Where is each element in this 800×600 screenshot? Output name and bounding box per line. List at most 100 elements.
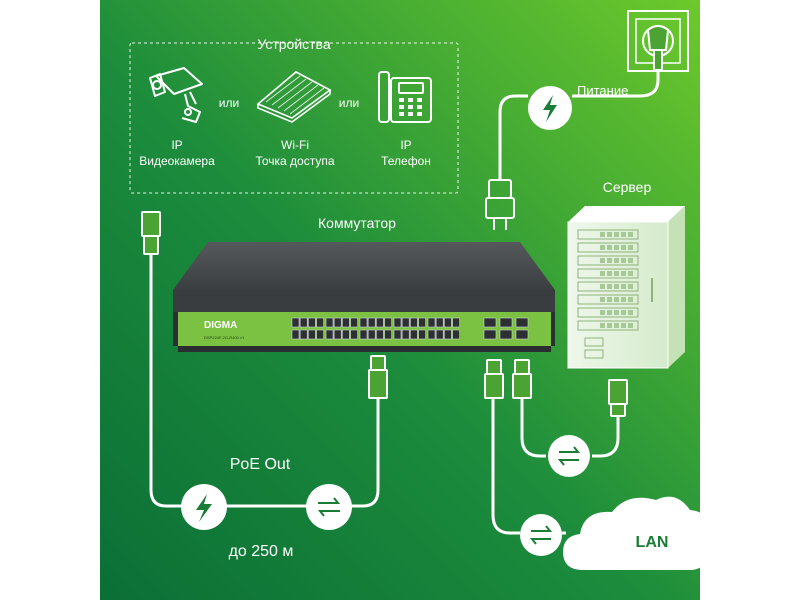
- switch-port: [291, 329, 300, 340]
- poe-distance-label: до 250 м: [229, 543, 294, 560]
- switch-port: [376, 317, 384, 328]
- switch-port: [418, 317, 426, 328]
- server-slot-light: [621, 271, 626, 276]
- server-slot-light: [600, 245, 605, 250]
- server-slot: [577, 320, 639, 331]
- server-slot-light: [628, 271, 633, 276]
- server-slot-light: [628, 258, 633, 263]
- server-slot-light: [621, 232, 626, 237]
- switch-port: [367, 317, 376, 328]
- server-slot-light: [607, 284, 612, 289]
- server-slot: [577, 307, 639, 318]
- poe-power-icon: [181, 484, 227, 530]
- ip-camera-icon: [149, 67, 203, 123]
- server-slot-light: [600, 297, 605, 302]
- server-slot-light: [621, 310, 626, 315]
- switch-title: Коммутатор: [318, 215, 396, 231]
- switch-port: [342, 329, 350, 340]
- switch-port: [350, 329, 358, 340]
- poe-exchange-icon: [306, 484, 352, 530]
- devices-title: Устройства: [257, 36, 330, 52]
- switch-port: [333, 317, 342, 328]
- switch-port: [325, 329, 334, 340]
- power-icon: [528, 86, 572, 130]
- uplink-port: [499, 317, 513, 328]
- server-slot-light: [614, 271, 619, 276]
- server-slot-light: [621, 258, 626, 263]
- switch-port: [444, 329, 452, 340]
- switch-port: [367, 329, 376, 340]
- switch-port: [444, 317, 452, 328]
- lan-cable: [491, 398, 520, 535]
- server-slot-light: [628, 232, 633, 237]
- server-slot-light: [614, 323, 619, 328]
- wifi-label-line1: Wi-Fi: [281, 138, 309, 152]
- switch-port: [401, 329, 410, 340]
- switch-port: [359, 317, 368, 328]
- server-slot-light: [614, 310, 619, 315]
- switch-port: [427, 317, 436, 328]
- switch-port: [393, 329, 402, 340]
- server-cable: [520, 398, 620, 458]
- phone-label-line1: IP: [400, 138, 411, 152]
- switch-port: [452, 329, 460, 340]
- server-slot-light: [621, 297, 626, 302]
- wifi-label-line2: Точка доступа: [255, 154, 334, 168]
- lan-exchange-icon: [520, 514, 562, 556]
- wifi-access-point-icon: [256, 71, 332, 123]
- server-slot-light: [621, 323, 626, 328]
- server-slot-light: [607, 310, 612, 315]
- switch-port: [435, 317, 444, 328]
- server-slot-light: [607, 245, 612, 250]
- camera-label-line2: Видеокамера: [139, 154, 215, 168]
- lan-label: LAN: [636, 534, 669, 551]
- server-slot-light: [600, 271, 605, 276]
- switch-port: [299, 317, 308, 328]
- or-label-left: или: [219, 96, 239, 110]
- rj45-connector-lan: [484, 359, 504, 399]
- server-slot: [577, 255, 639, 266]
- switch-port: [435, 329, 444, 340]
- switch-port: [376, 329, 384, 340]
- switch-port: [308, 317, 316, 328]
- switch-port: [316, 329, 324, 340]
- lan-cloud: [563, 496, 712, 570]
- switch-port: [452, 317, 460, 328]
- devices-box: [129, 42, 459, 194]
- camera-label-line1: IP: [171, 138, 182, 152]
- power-plug-icon: [485, 179, 515, 230]
- uplink-port: [483, 329, 497, 340]
- switch-port: [350, 317, 358, 328]
- server-slot-light: [614, 284, 619, 289]
- poe-out-label: PoE Out: [230, 456, 291, 473]
- phone-label-line2: Телефон: [381, 154, 431, 168]
- switch-port: [316, 317, 324, 328]
- server-slot: [577, 229, 639, 240]
- switch-port: [325, 317, 334, 328]
- server-slot-light: [607, 323, 612, 328]
- server-slot-light: [614, 232, 619, 237]
- server-exchange-icon: [548, 435, 590, 477]
- server-slot-light: [614, 258, 619, 263]
- poe-cable: [149, 254, 380, 508]
- server-slot-light: [607, 297, 612, 302]
- switch-port: [427, 329, 436, 340]
- server-slot-light: [621, 245, 626, 250]
- uplink-port: [515, 329, 529, 340]
- server-slot-light: [607, 258, 612, 263]
- switch-port: [291, 317, 300, 328]
- server-slot-light: [607, 271, 612, 276]
- switch-port: [410, 329, 418, 340]
- server-slot-light: [600, 284, 605, 289]
- server-slot-light: [600, 258, 605, 263]
- server-slot: [577, 242, 639, 253]
- server-slot: [577, 281, 639, 292]
- server-slot-light: [628, 310, 633, 315]
- uplink-port: [499, 329, 513, 340]
- switch-port: [393, 317, 402, 328]
- server-slot: [577, 268, 639, 279]
- server-slot-light: [614, 297, 619, 302]
- switch-port: [384, 329, 392, 340]
- rj45-connector-server-end: [608, 379, 628, 417]
